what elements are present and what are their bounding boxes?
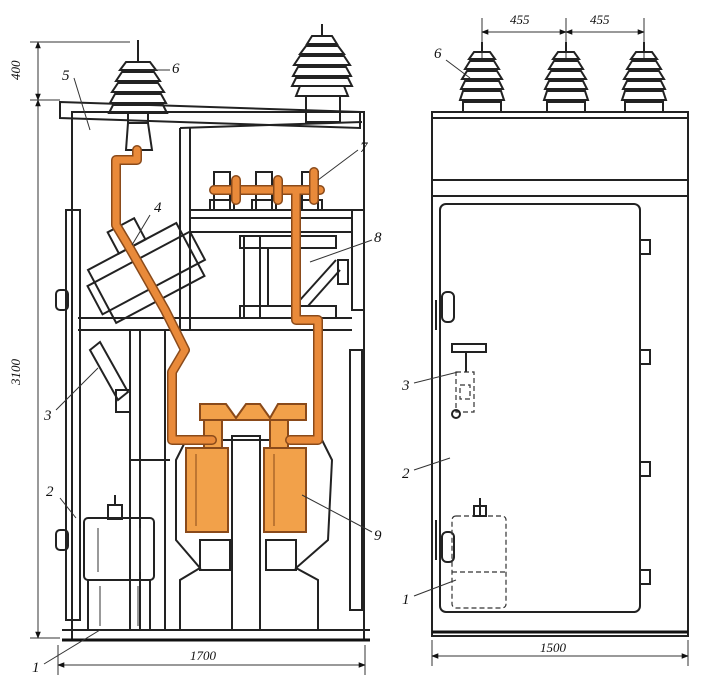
label-8: 8	[374, 230, 382, 246]
label-1-left: 1	[32, 660, 40, 676]
right-cabinet	[431, 111, 689, 637]
roof-plate	[59, 100, 361, 130]
right-front-view: 455 455 1500 6 3 2 1	[401, 12, 689, 666]
left-leaders	[43, 69, 373, 665]
label-3-left: 3	[43, 408, 52, 424]
label-6-right: 6	[434, 46, 442, 62]
dim-width-left: 1700	[190, 648, 217, 663]
label-3-right: 3	[401, 378, 410, 394]
dim-height-top: 400	[8, 60, 23, 80]
voltage-transformer	[83, 495, 155, 631]
left-section-view: 400 3100 1700 5 6 4 7 8 3 2 9 1	[8, 24, 382, 676]
drive-mechanism	[451, 343, 487, 419]
drive-lever	[88, 340, 131, 413]
disconnector	[239, 235, 349, 319]
label-7: 7	[360, 140, 369, 156]
dim-width-right: 1500	[540, 640, 567, 655]
label-2-left: 2	[46, 484, 54, 500]
dim-spacing-a: 455	[510, 12, 530, 27]
left-dimensions	[30, 41, 366, 675]
dim-height-total: 3100	[8, 359, 23, 387]
label-6-left: 6	[172, 61, 180, 77]
right-top-dimensions	[481, 18, 645, 60]
circuit-breaker	[175, 403, 334, 631]
bushing-right	[290, 24, 354, 123]
door-left	[65, 209, 81, 621]
vt-dashed	[451, 498, 507, 609]
front-door	[439, 203, 641, 613]
label-9: 9	[374, 528, 382, 544]
dim-spacing-b: 455	[590, 12, 610, 27]
right-bushings	[458, 42, 668, 113]
breaker-pole-right	[263, 447, 307, 533]
label-1-right: 1	[402, 592, 410, 608]
label-5: 5	[62, 68, 70, 84]
bushing-left	[107, 40, 169, 151]
label-2-right: 2	[402, 466, 410, 482]
busbars	[111, 145, 325, 445]
breaker-pole-left	[185, 447, 229, 533]
label-4: 4	[154, 200, 162, 216]
